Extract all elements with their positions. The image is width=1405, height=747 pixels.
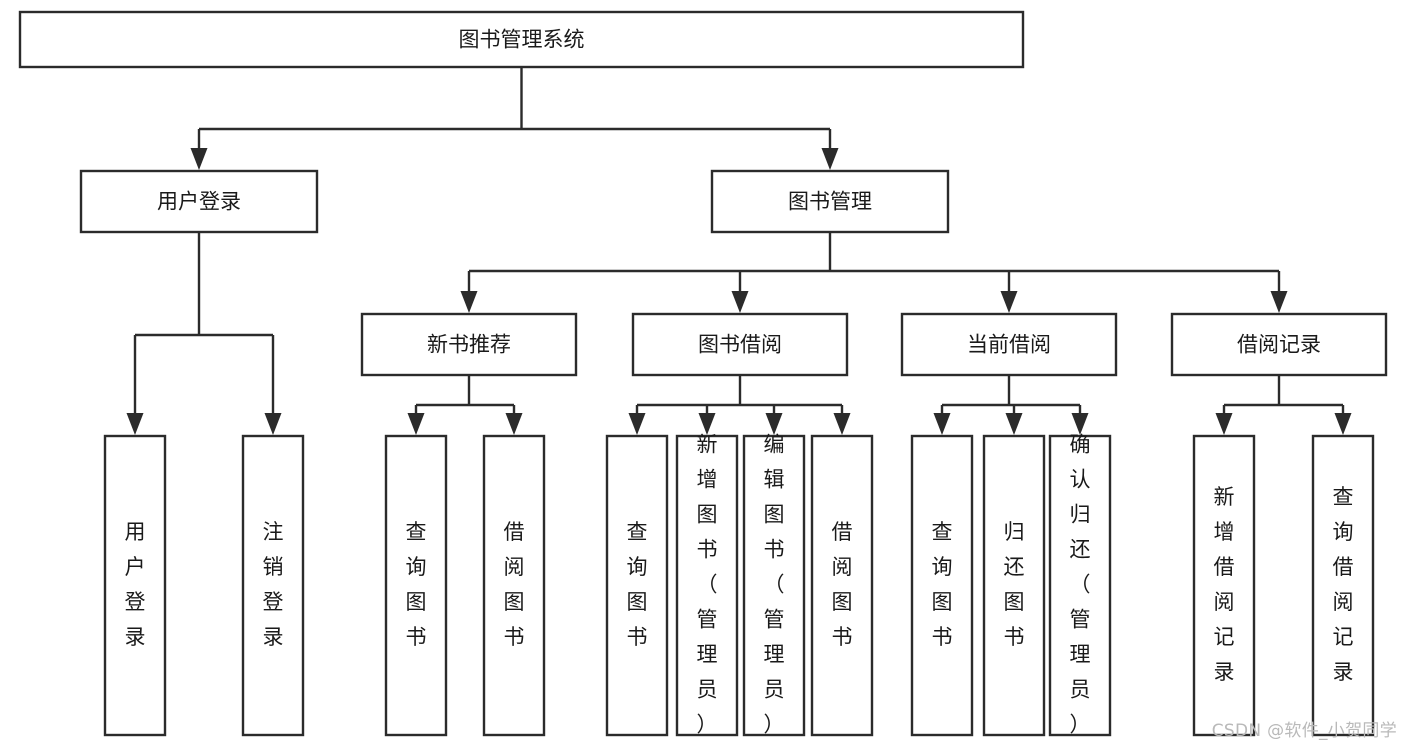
node-label: 查询图书 — [932, 520, 953, 649]
node-leaf-borrow-lend[interactable]: 借阅图书 — [810, 434, 874, 737]
watermark-label: CSDN @软件_小贺同学 — [1211, 721, 1397, 741]
node-label: 借阅记录 — [1237, 333, 1321, 357]
connector-layer — [126, 67, 1352, 435]
connector-group-book-borrow — [628, 375, 851, 435]
node-leaf-rec-query[interactable]: 查询图书 — [384, 434, 448, 737]
node-label: 查询借阅记录 — [1333, 485, 1354, 684]
node-label: 归还图书 — [1004, 520, 1025, 649]
node-leaf-cur-query[interactable]: 查询图书 — [910, 434, 974, 737]
node-leaf-rec-borrow[interactable]: 借阅图书 — [482, 434, 546, 737]
node-label: 用户登录 — [157, 190, 241, 214]
node-label: 编辑图书（管理员） — [764, 433, 785, 737]
node-label: 新增借阅记录 — [1214, 485, 1235, 684]
node-label: 新增图书（管理员） — [697, 433, 718, 737]
node-label: 图书借阅 — [698, 333, 782, 357]
node-leaf-rec-query2[interactable]: 查询借阅记录 — [1311, 434, 1375, 737]
node-book-borrow[interactable]: 图书借阅 — [631, 312, 849, 377]
node-label: 借阅图书 — [832, 520, 853, 649]
node-user-login[interactable]: 用户登录 — [79, 169, 319, 234]
node-leaf-rec-add[interactable]: 新增借阅记录 — [1192, 434, 1256, 737]
node-label: 查询图书 — [627, 520, 648, 649]
node-label: 借阅图书 — [504, 520, 525, 649]
node-label: 注销登录 — [263, 520, 284, 649]
node-leaf-cur-confirm[interactable]: 确认归还（管理员） — [1048, 433, 1112, 737]
connector-group-user-login — [126, 232, 282, 435]
node-new-book-rec[interactable]: 新书推荐 — [360, 312, 578, 377]
node-current-borrow[interactable]: 当前借阅 — [900, 312, 1118, 377]
node-leaf-user-login[interactable]: 用户登录 — [103, 434, 167, 737]
connector-group-borrow-record — [1215, 375, 1352, 435]
node-borrow-record[interactable]: 借阅记录 — [1170, 312, 1388, 377]
node-leaf-borrow-query[interactable]: 查询图书 — [605, 434, 669, 737]
connector-group-new-book-rec — [407, 375, 523, 435]
node-label: 图书管理 — [788, 190, 872, 214]
node-layer: 图书管理系统用户登录图书管理新书推荐图书借阅当前借阅借阅记录用户登录注销登录查询… — [18, 10, 1388, 737]
connector-group-book-admin — [460, 232, 1288, 313]
node-label: 新书推荐 — [427, 333, 511, 357]
node-root[interactable]: 图书管理系统 — [18, 10, 1025, 69]
node-label: 当前借阅 — [967, 333, 1051, 357]
node-leaf-borrow-edit[interactable]: 编辑图书（管理员） — [742, 433, 806, 737]
node-label: 用户登录 — [125, 520, 146, 649]
node-leaf-borrow-add[interactable]: 新增图书（管理员） — [675, 433, 739, 737]
connector-group-current-borrow — [933, 375, 1089, 435]
node-label: 确认归还（管理员） — [1070, 433, 1091, 737]
node-label: 查询图书 — [406, 520, 427, 649]
node-leaf-user-logout[interactable]: 注销登录 — [241, 434, 305, 737]
connector-group-root — [190, 67, 839, 170]
node-leaf-cur-return[interactable]: 归还图书 — [982, 434, 1046, 737]
node-book-admin[interactable]: 图书管理 — [710, 169, 950, 234]
node-label: 图书管理系统 — [459, 28, 585, 52]
